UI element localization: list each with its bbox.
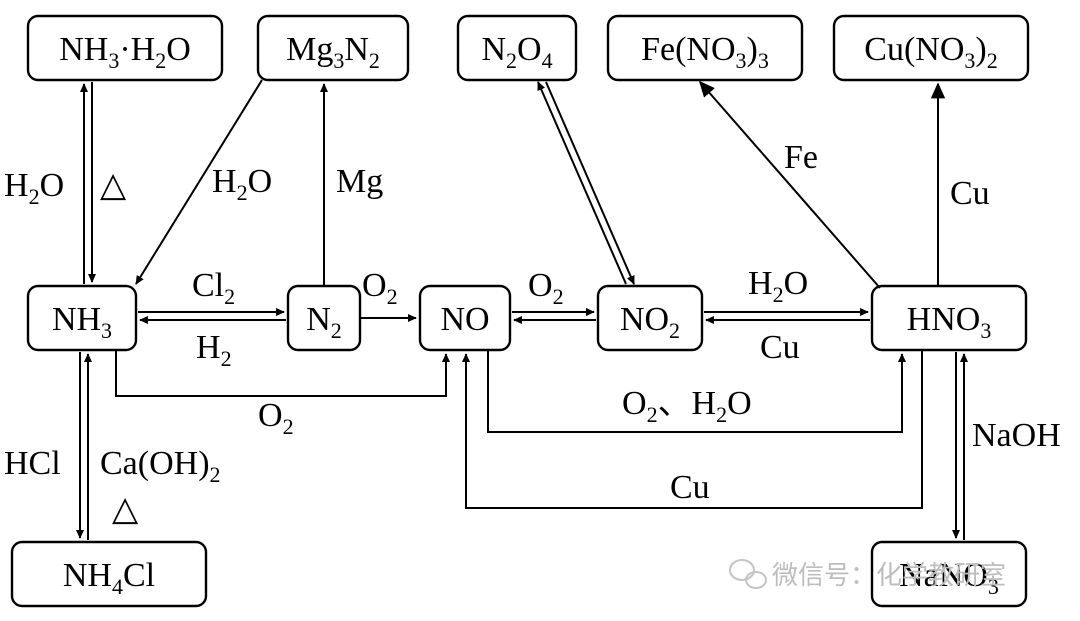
box-n2-label: N2 bbox=[306, 301, 342, 343]
box-hno3-label: HNO3 bbox=[907, 301, 992, 343]
arrow-no2-n2o4 bbox=[537, 81, 635, 285]
svg-text:N2: N2 bbox=[306, 301, 342, 343]
wechat-icon bbox=[729, 559, 767, 589]
arrow-no2-hno3 bbox=[704, 307, 870, 325]
arrow-nh3-no bbox=[115, 350, 451, 397]
svg-text:NaNO3: NaNO3 bbox=[899, 557, 999, 599]
svg-text:HCl: HCl bbox=[4, 445, 61, 482]
arrow-nh3-n2 bbox=[138, 307, 286, 325]
box-no: NO bbox=[418, 284, 512, 352]
label-ca-oh-2: Ca(OH)2 bbox=[100, 445, 221, 487]
box-nh3: NH3 bbox=[26, 284, 138, 352]
box-cu-no3-2: Cu(NO3)2 bbox=[832, 14, 1030, 82]
label-o2-h2o-no-hno3: O2、H2O bbox=[622, 385, 752, 427]
svg-text:O2: O2 bbox=[362, 267, 398, 309]
label-o2-n2-no: O2 bbox=[362, 267, 398, 309]
box-nh3-h2o-label: NH3·H2O bbox=[59, 31, 191, 73]
box-nh4cl: NH4Cl bbox=[10, 540, 208, 608]
box-nano3-label: NaNO3 bbox=[899, 557, 999, 599]
svg-text:△: △ bbox=[100, 167, 127, 204]
box-no2: NO2 bbox=[596, 284, 704, 352]
svg-text:Cl2: Cl2 bbox=[192, 267, 235, 309]
svg-text:NH3: NH3 bbox=[52, 301, 112, 343]
box-no-label: NO bbox=[440, 301, 489, 338]
svg-text:H2: H2 bbox=[196, 329, 232, 371]
label-h2: H2 bbox=[196, 329, 232, 371]
box-n2: N2 bbox=[286, 284, 362, 352]
box-hno3: HNO3 bbox=[870, 284, 1028, 352]
box-fe-no3-3: Fe(NO3)3 bbox=[606, 14, 804, 82]
svg-text:H2O: H2O bbox=[748, 265, 808, 307]
box-no2-label: NO2 bbox=[620, 301, 680, 343]
label-cu-top: Cu bbox=[950, 175, 990, 212]
box-nano3: NaNO3 bbox=[870, 540, 1028, 608]
svg-text:Fe(NO3)3: Fe(NO3)3 bbox=[641, 31, 769, 73]
label-heat-top: △ bbox=[100, 167, 127, 204]
arrow-hno3-nano3 bbox=[951, 352, 969, 540]
svg-text:Cu: Cu bbox=[670, 469, 710, 506]
svg-text:O2、H2O: O2、H2O bbox=[622, 385, 752, 427]
label-fe: Fe bbox=[784, 139, 818, 176]
arrow-hno3-fe-no3-3 bbox=[698, 80, 881, 289]
label-heat-bottom: △ bbox=[112, 491, 139, 528]
svg-text:NH4Cl: NH4Cl bbox=[63, 557, 155, 599]
svg-text:Mg3N2: Mg3N2 bbox=[286, 31, 380, 73]
svg-text:△: △ bbox=[112, 491, 139, 528]
label-hcl: HCl bbox=[4, 445, 61, 482]
svg-text:Mg: Mg bbox=[336, 163, 383, 200]
box-nh3-h2o: NH3·H2O bbox=[26, 14, 224, 82]
svg-text:Cu: Cu bbox=[950, 175, 990, 212]
label-h2o-no2-hno3: H2O bbox=[748, 265, 808, 307]
arrow-no-no2 bbox=[512, 307, 596, 325]
svg-text:NH3·H2O: NH3·H2O bbox=[59, 31, 191, 73]
label-h2o-left: H2O bbox=[4, 167, 64, 209]
svg-text:HNO3: HNO3 bbox=[907, 301, 992, 343]
label-o2-no-no2: O2 bbox=[528, 267, 564, 309]
svg-text:H2O: H2O bbox=[4, 167, 64, 209]
svg-text:NO2: NO2 bbox=[620, 301, 680, 343]
box-nh4cl-label: NH4Cl bbox=[63, 557, 155, 599]
label-cl2: Cl2 bbox=[192, 267, 235, 309]
arrow-nh3-nh4cl bbox=[75, 352, 93, 540]
svg-text:微信号：化学教研室: 微信号：化学教研室 bbox=[772, 561, 1006, 591]
box-n2o4-label: N2O4 bbox=[481, 31, 552, 73]
label-h2o-mg3n2: H2O bbox=[212, 163, 272, 205]
arrow-no-hno3 bbox=[487, 350, 907, 433]
svg-text:NO: NO bbox=[440, 301, 489, 338]
label-cu-hno3-no2: Cu bbox=[760, 329, 800, 366]
watermark-text: 微信号：化学教研室 bbox=[772, 561, 1006, 591]
arrow-hno3-no bbox=[461, 350, 923, 509]
box-nh3-label: NH3 bbox=[52, 301, 112, 343]
svg-text:O2: O2 bbox=[258, 397, 294, 439]
label-naoh: NaOH bbox=[972, 417, 1061, 454]
svg-text:N2O4: N2O4 bbox=[481, 31, 552, 73]
label-cu-hno3-no: Cu bbox=[670, 469, 710, 506]
svg-text:Fe: Fe bbox=[784, 139, 818, 176]
svg-text:Cu(NO3)2: Cu(NO3)2 bbox=[864, 31, 997, 73]
svg-text:Ca(OH)2: Ca(OH)2 bbox=[100, 445, 221, 487]
svg-text:H2O: H2O bbox=[212, 163, 272, 205]
arrow-nh3-nh3h2o bbox=[79, 82, 97, 284]
svg-text:Cu: Cu bbox=[760, 329, 800, 366]
box-mg3n2-label: Mg3N2 bbox=[286, 31, 380, 73]
svg-text:O2: O2 bbox=[528, 267, 564, 309]
label-mg: Mg bbox=[336, 163, 383, 200]
watermark: 微信号：化学教研室 bbox=[729, 559, 1006, 591]
arrow-mg3n2-nh3 bbox=[135, 79, 263, 285]
box-cu-no3-2-label: Cu(NO3)2 bbox=[864, 31, 997, 73]
label-o2-nh3-no: O2 bbox=[258, 397, 294, 439]
svg-text:NaOH: NaOH bbox=[972, 417, 1061, 454]
box-fe-no3-3-label: Fe(NO3)3 bbox=[641, 31, 769, 73]
box-n2o4: N2O4 bbox=[456, 14, 578, 82]
box-mg3n2: Mg3N2 bbox=[256, 14, 410, 82]
